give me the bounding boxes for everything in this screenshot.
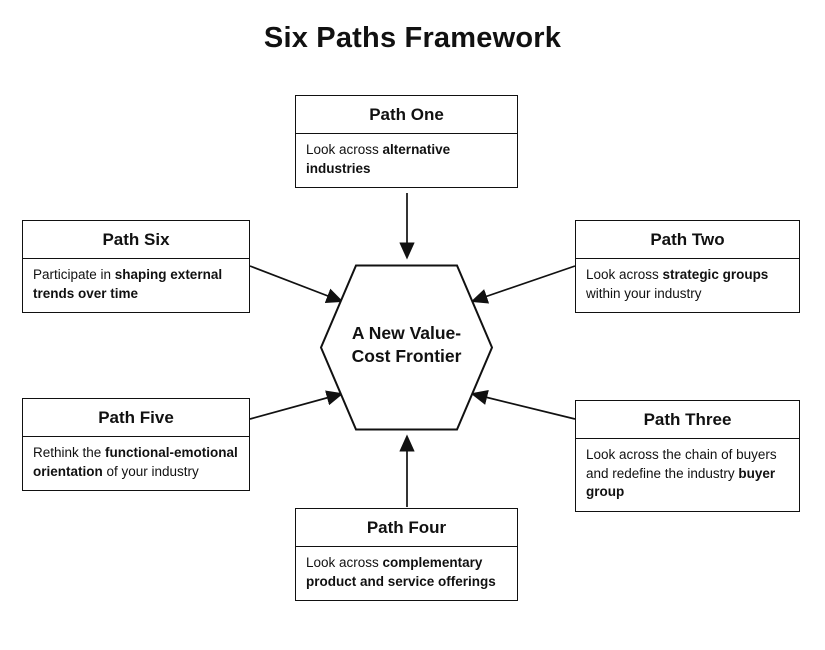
path-two-title: Path Two (576, 221, 799, 259)
center-label: A New Value- Cost Frontier (321, 322, 492, 368)
center-label-line1: A New Value- (351, 323, 462, 343)
path-one-desc-bold: alternative industries (306, 142, 451, 176)
path-five-desc-post: of your industry (102, 463, 199, 479)
path-five-box: Path Five Rethink the functional-emotion… (22, 398, 250, 492)
center-hexagon (319, 264, 494, 431)
path-five-title: Path Five (23, 399, 249, 437)
path-six-desc-pre: Participate in (33, 267, 115, 282)
path-two-description: Look across strategic groups within your… (576, 259, 799, 312)
path-five-desc-pre: Rethink the (33, 445, 106, 460)
path-two-desc-post: within your industry (586, 285, 702, 301)
arrow-path-three (470, 390, 576, 420)
path-six-desc-bold: shaping external trends over time (33, 267, 223, 301)
center-label-line2: Cost Frontier (351, 345, 462, 366)
path-three-description: Look across the chain of buyers and rede… (576, 439, 799, 511)
path-four-title: Path Four (296, 509, 517, 547)
path-four-box: Path Four Look across complementary prod… (295, 508, 518, 602)
path-six-description: Participate in shaping external trends o… (23, 259, 249, 312)
path-one-desc-pre: Look across (306, 142, 383, 157)
path-six-box: Path Six Participate in shaping external… (22, 220, 250, 314)
path-three-box: Path Three Look across the chain of buye… (575, 400, 800, 512)
diagram-title: Six Paths Framework (263, 22, 562, 54)
path-four-desc-bold: complementary product and service offeri… (306, 555, 496, 589)
path-two-desc-pre: Look across (586, 267, 663, 282)
arrow-path-two (470, 265, 576, 304)
path-one-title: Path One (296, 96, 517, 134)
path-six-title: Path Six (23, 221, 249, 259)
path-four-description: Look across complementary product and se… (296, 547, 517, 600)
arrow-path-five (249, 390, 344, 420)
path-three-desc-bold: buyer group (586, 465, 776, 500)
arrow-path-six (249, 265, 344, 303)
path-five-description: Rethink the functional-emotional orienta… (23, 437, 249, 490)
path-one-description: Look across alternative industries (296, 134, 517, 187)
path-two-desc-bold: strategic groups (662, 267, 769, 282)
path-two-box: Path Two Look across strategic groups wi… (575, 220, 800, 314)
path-five-desc-bold: functional-emotional orientation (33, 445, 238, 479)
path-three-desc-pre: Look across the chain of buyers and rede… (586, 447, 777, 481)
path-four-desc-pre: Look across (306, 555, 383, 570)
path-three-title: Path Three (576, 401, 799, 439)
path-one-box: Path One Look across alternative industr… (295, 95, 518, 189)
